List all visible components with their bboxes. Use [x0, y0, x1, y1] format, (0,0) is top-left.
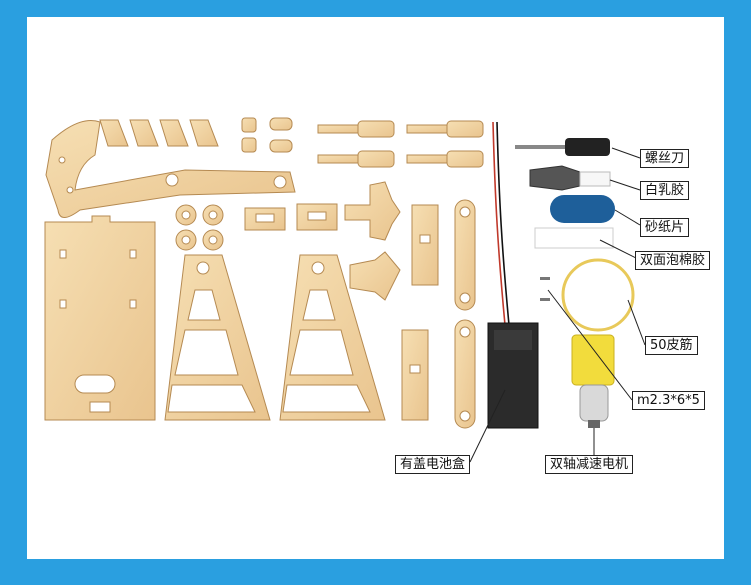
small-clips	[241, 117, 293, 153]
arm-beam-part	[45, 120, 296, 218]
battery-box-label: 有盖电池盒	[395, 455, 471, 474]
tower-right	[279, 254, 386, 421]
cross-pieces	[344, 181, 401, 301]
sandpaper-illustration	[550, 195, 615, 223]
rubber-band-label: 50皮筋	[645, 336, 698, 355]
small-brackets	[244, 203, 338, 231]
motor-illustration	[571, 334, 615, 428]
sandpaper-label: 砂纸片	[640, 218, 690, 237]
motor-label: 双轴减速电机	[545, 455, 634, 474]
screws-label: m2.3*6*5	[632, 391, 705, 410]
axle-sticks	[317, 120, 484, 168]
callout-lines	[469, 147, 646, 463]
foam-tape-label: 双面泡棉胶	[635, 251, 711, 270]
white-glue-label: 白乳胶	[640, 181, 690, 200]
washers	[175, 204, 224, 251]
base-plate	[44, 215, 156, 421]
rubber-band-illustration	[561, 258, 635, 332]
foam-tape-illustration	[534, 227, 614, 249]
slanted-tabs	[99, 119, 219, 147]
tower-left	[164, 254, 271, 421]
link-bars	[454, 199, 476, 429]
screwdriver-label: 螺丝刀	[640, 149, 690, 168]
screwdriver-illustration	[515, 138, 610, 156]
glue-bottle-illustration	[529, 165, 611, 191]
screws-illustration	[540, 277, 550, 301]
battery-box	[487, 121, 539, 429]
uprights	[401, 204, 439, 421]
